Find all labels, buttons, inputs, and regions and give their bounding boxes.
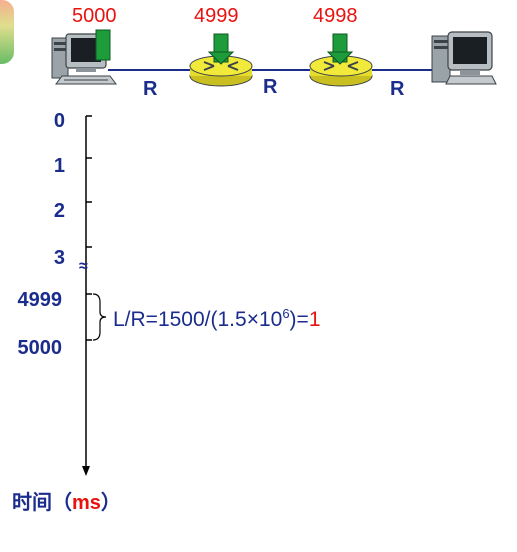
packet-4999-icon bbox=[207, 33, 235, 65]
tick-label-5000: 5000 bbox=[17, 337, 63, 359]
formula-exponent: 6 bbox=[282, 306, 290, 321]
desktop-computer-icon bbox=[431, 31, 497, 85]
axis-label-unit: ms bbox=[72, 492, 101, 514]
link-rate-label-2: R bbox=[263, 76, 278, 98]
network-diagram bbox=[51, 29, 497, 87]
packet-4998-icon bbox=[326, 33, 354, 65]
time-axis-label: 时间（ms） bbox=[12, 486, 121, 515]
router-icon bbox=[189, 55, 253, 87]
axis-break-symbol: ≈ bbox=[79, 258, 88, 275]
corner-accent-decoration bbox=[0, 0, 14, 64]
transmission-delay-formula: L/R=1500/(1.5×106)=1 bbox=[113, 306, 321, 332]
axis-label-prefix: 时间（ bbox=[12, 492, 72, 514]
time-axis-arrowhead bbox=[82, 466, 90, 476]
packet-label-4999: 4999 bbox=[194, 5, 239, 27]
packet-label-4998: 4998 bbox=[313, 5, 358, 27]
tick-label-0: 0 bbox=[53, 110, 65, 132]
tick-label-4999: 4999 bbox=[17, 289, 63, 311]
packet-label-5000: 5000 bbox=[72, 5, 117, 27]
tick-label-2: 2 bbox=[53, 200, 65, 222]
formula-prefix: L/R=1500/(1.5 bbox=[113, 308, 247, 331]
tick-label-1: 1 bbox=[53, 155, 65, 177]
formula-mid: )= bbox=[289, 308, 309, 331]
tick-label-3: 3 bbox=[53, 247, 65, 269]
axis-label-suffix: ） bbox=[100, 492, 121, 514]
packet-5000-icon bbox=[95, 29, 111, 61]
link-rate-label-3: R bbox=[390, 78, 405, 100]
link-rate-label-1: R bbox=[143, 78, 158, 100]
formula-base: 10 bbox=[258, 308, 283, 331]
interval-brace bbox=[92, 293, 107, 341]
times-symbol: × bbox=[246, 308, 259, 331]
formula-result: 1 bbox=[308, 308, 321, 331]
